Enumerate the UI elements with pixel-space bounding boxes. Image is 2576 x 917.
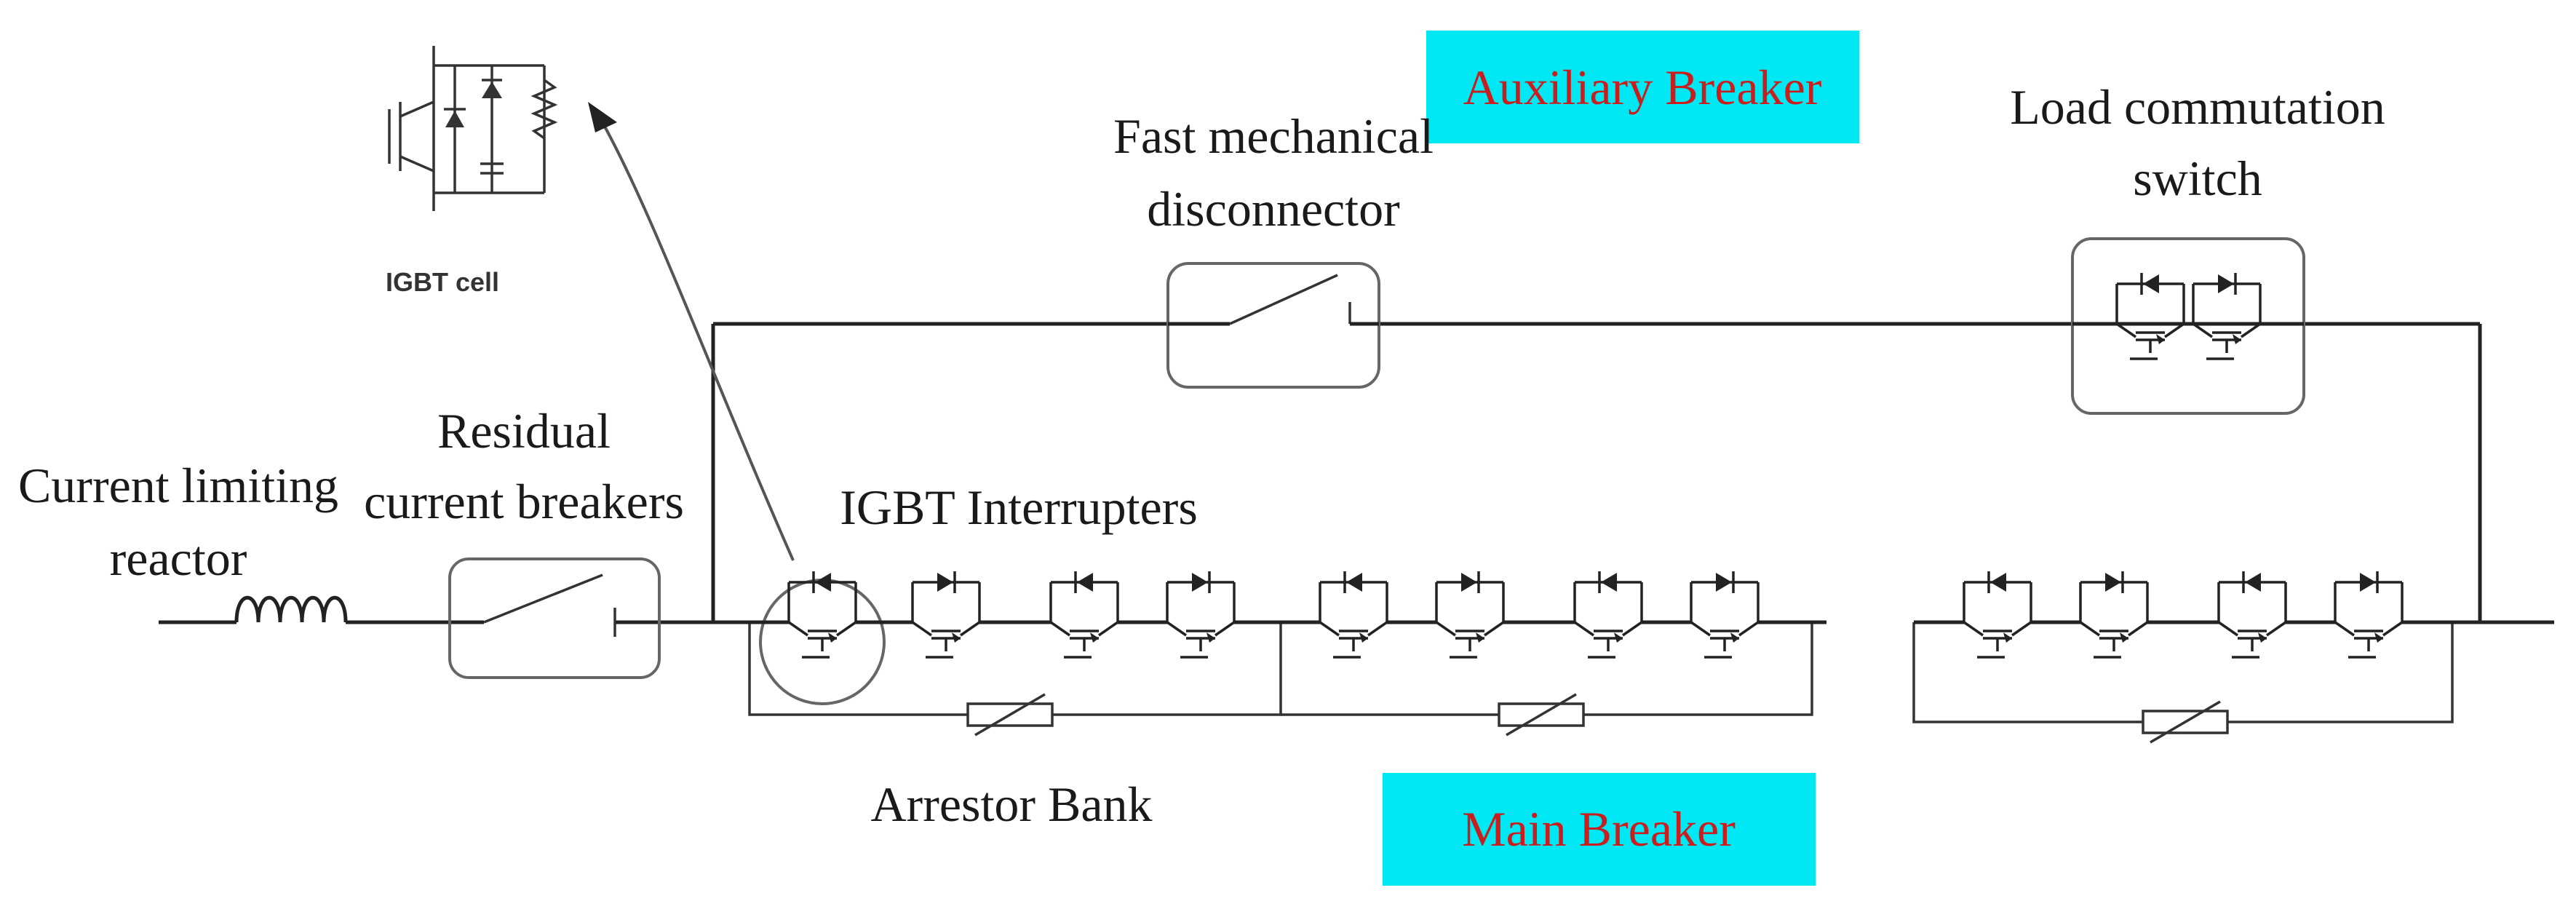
igbt-module <box>1690 571 1760 659</box>
residual-label-line1: Residual <box>437 403 611 458</box>
auxiliary-breaker-highlight <box>1426 31 1859 143</box>
igbt-module <box>2079 571 2149 659</box>
load-commutation-switch <box>2071 237 2305 415</box>
diode-icon <box>2140 273 2159 295</box>
diode-icon <box>2242 571 2261 593</box>
arrestor-bank <box>748 622 2454 744</box>
transistor-icon <box>2116 322 2185 360</box>
residual-label-line2: current breakers <box>364 474 684 529</box>
igbt-module <box>1319 571 1388 659</box>
diode-icon <box>1074 571 1093 593</box>
diode-icon <box>1987 571 2006 593</box>
igbt-cell-arrow <box>588 102 795 561</box>
igbt-module <box>2217 571 2287 659</box>
diode-icon <box>2105 571 2124 593</box>
arrow-head-icon <box>588 102 617 132</box>
auxiliary-breaker-label: Auxiliary Breaker <box>1463 60 1822 115</box>
igbt-module <box>2115 273 2185 360</box>
igbt-module <box>1963 571 2032 659</box>
diode-icon <box>2218 273 2237 295</box>
diode-icon <box>1192 571 1211 593</box>
transistor-icon <box>2218 621 2286 659</box>
diode-icon <box>812 571 831 593</box>
fast-mechanical-label-line1: Fast mechanical <box>1113 108 1434 164</box>
transistor-icon <box>2334 621 2403 659</box>
transistor-icon <box>1166 621 1235 659</box>
igbt-module <box>2334 571 2404 659</box>
transistor-icon <box>1574 621 1642 659</box>
load-commutation-label-line2: switch <box>2133 151 2262 206</box>
transistor-icon <box>1319 621 1388 659</box>
diode-icon <box>1461 571 1480 593</box>
transistor-icon <box>2080 621 2148 659</box>
igbt-module <box>2192 273 2262 360</box>
current-limiting-reactor-symbol <box>234 596 348 623</box>
main-breaker-label: Main Breaker <box>1462 801 1736 857</box>
diode-icon <box>937 571 956 593</box>
arrestor-1 <box>966 693 1054 737</box>
igbt-module <box>1166 571 1236 659</box>
transistor-icon <box>1436 621 1504 659</box>
main-line <box>159 596 2554 624</box>
transistor-icon <box>1050 621 1118 659</box>
diode-icon <box>1716 571 1735 593</box>
current-limiting-label-line2: reactor <box>110 531 247 586</box>
arrestor-2 <box>1498 693 1585 737</box>
transistor-icon <box>1963 621 2032 659</box>
main-breaker-highlight <box>1383 773 1816 886</box>
igbt-module <box>1573 571 1643 659</box>
residual-current-breaker <box>448 557 661 679</box>
load-commutation-label-line1: Load commutation <box>2010 79 2385 135</box>
transistor-icon <box>2193 322 2261 360</box>
transistor-icon <box>912 621 980 659</box>
diode-icon <box>2360 571 2379 593</box>
igbt-interrupters-label: IGBT Interrupters <box>840 480 1198 535</box>
igbt-cell-label: IGBT cell <box>386 267 499 297</box>
igbt-cell-symbol: IGBT cell <box>386 46 558 297</box>
igbt-module <box>787 571 857 659</box>
igbt-module <box>1049 571 1119 659</box>
igbt-module <box>1435 571 1505 659</box>
fast-mechanical-label-line2: disconnector <box>1147 181 1400 237</box>
arrestor-3 <box>2142 700 2229 744</box>
diode-icon <box>1598 571 1617 593</box>
igbt-modules <box>720 273 2481 659</box>
transistor-icon <box>1690 621 1759 659</box>
igbt-module <box>911 571 981 659</box>
fast-mechanical-disconnector <box>1166 262 1380 389</box>
current-limiting-label-line1: Current limiting <box>18 458 338 513</box>
diode-icon <box>1343 571 1362 593</box>
transistor-icon <box>788 621 856 659</box>
arrestor-bank-label: Arrestor Bank <box>870 777 1152 832</box>
